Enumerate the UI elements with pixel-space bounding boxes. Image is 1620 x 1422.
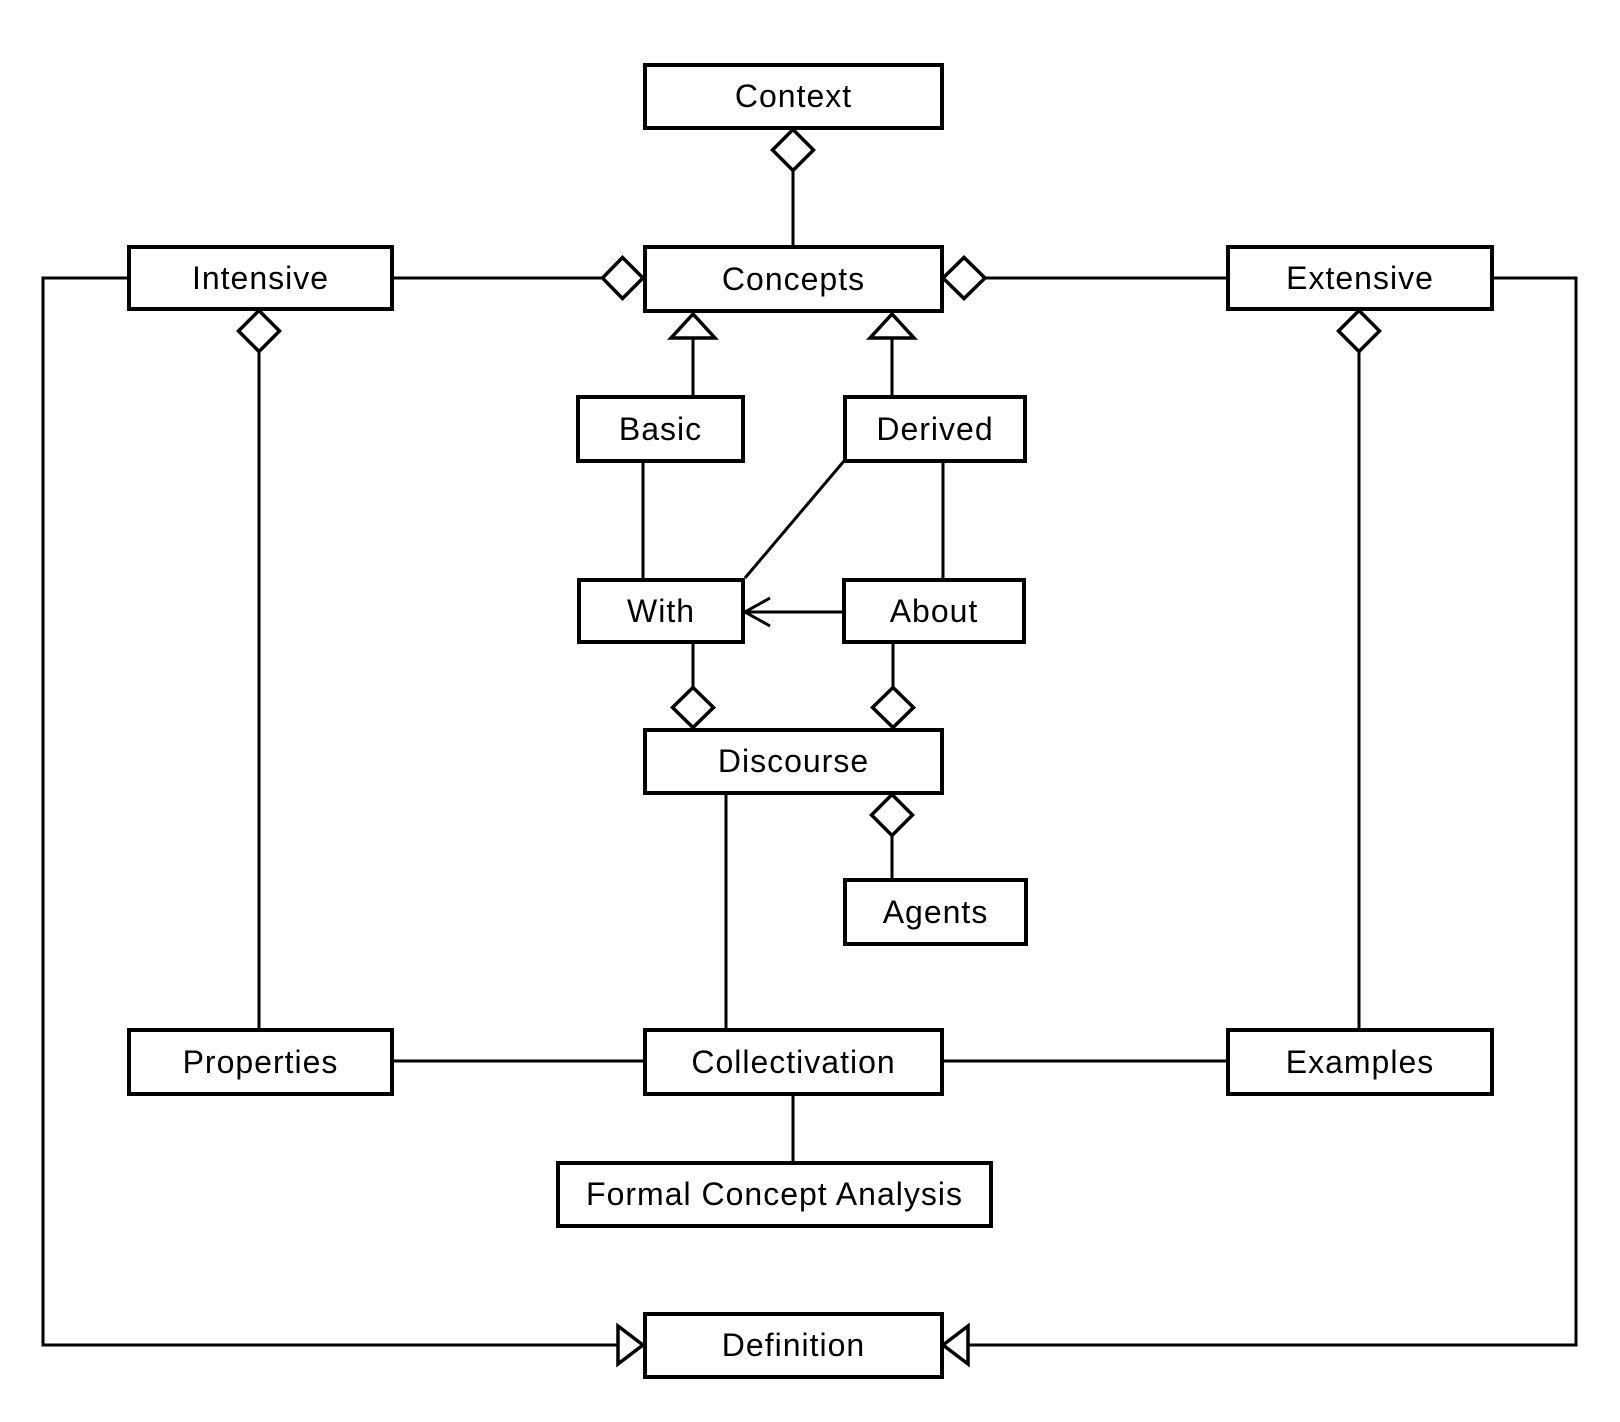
edge-extensive-examples xyxy=(1336,308,1382,1028)
node-properties: Properties xyxy=(127,1028,394,1096)
node-label: Properties xyxy=(182,1043,339,1080)
edge-extensive-concepts xyxy=(940,255,1226,301)
edge-intensive-properties xyxy=(236,308,282,1028)
aggregation-diamond-icon xyxy=(669,685,717,730)
node-derived: Derived xyxy=(843,395,1027,463)
edge-intensive-definition xyxy=(41,276,646,1368)
aggregation-diamond-icon xyxy=(236,308,282,354)
edge-about-with xyxy=(741,596,842,628)
node-label: Definition xyxy=(721,1327,866,1363)
edge-derived-concepts xyxy=(866,311,918,395)
node-context: Context xyxy=(643,63,944,130)
node-label: About xyxy=(889,592,979,629)
aggregation-diamond-icon xyxy=(770,127,816,173)
node-label: Basic xyxy=(618,410,703,447)
generalization-triangle-icon xyxy=(616,1322,646,1368)
node-agents: Agents xyxy=(843,878,1028,946)
edge-extensive-definition xyxy=(940,276,1578,1368)
aggregation-diamond-icon xyxy=(940,255,988,301)
node-label: Collectivation xyxy=(691,1043,896,1080)
node-label: Extensive xyxy=(1286,259,1434,296)
node-basic: Basic xyxy=(576,395,745,463)
aggregation-diamond-icon xyxy=(1336,308,1382,354)
node-label: Discourse xyxy=(717,743,870,779)
node-label: Concepts xyxy=(721,260,866,297)
edge-derived-with xyxy=(743,460,846,579)
aggregation-diamond-icon xyxy=(600,255,646,301)
node-formal-concept-analysis: Formal Concept Analysis xyxy=(556,1161,993,1228)
node-label: Context xyxy=(734,78,853,114)
edge-about-discourse xyxy=(869,644,917,730)
node-discourse: Discourse xyxy=(643,728,944,795)
edge-with-discourse xyxy=(669,644,717,730)
node-extensive: Extensive xyxy=(1226,245,1494,311)
node-definition: Definition xyxy=(643,1312,944,1379)
node-intensive: Intensive xyxy=(127,245,394,311)
edge-basic-concepts xyxy=(667,311,719,395)
node-label: Formal Concept Analysis xyxy=(586,1176,963,1212)
edge-discourse-agents xyxy=(869,792,915,878)
node-label: Intensive xyxy=(191,259,330,296)
generalization-triangle-icon xyxy=(667,311,719,340)
node-with: With xyxy=(577,578,745,644)
generalization-triangle-icon xyxy=(866,311,918,340)
node-label: Examples xyxy=(1285,1043,1435,1080)
edge-intensive-concepts xyxy=(394,255,646,301)
node-label: Agents xyxy=(882,893,989,930)
node-label: With xyxy=(627,592,695,629)
node-examples: Examples xyxy=(1226,1028,1494,1096)
generalization-triangle-icon xyxy=(940,1322,970,1368)
open-arrowhead-icon xyxy=(741,596,771,628)
node-concepts: Concepts xyxy=(643,245,944,313)
aggregation-diamond-icon xyxy=(869,685,917,730)
edge-context-concepts xyxy=(770,127,816,245)
node-collectivation: Collectivation xyxy=(643,1028,944,1096)
node-about: About xyxy=(842,578,1026,644)
node-label: Derived xyxy=(876,410,994,447)
aggregation-diamond-icon xyxy=(869,792,915,838)
